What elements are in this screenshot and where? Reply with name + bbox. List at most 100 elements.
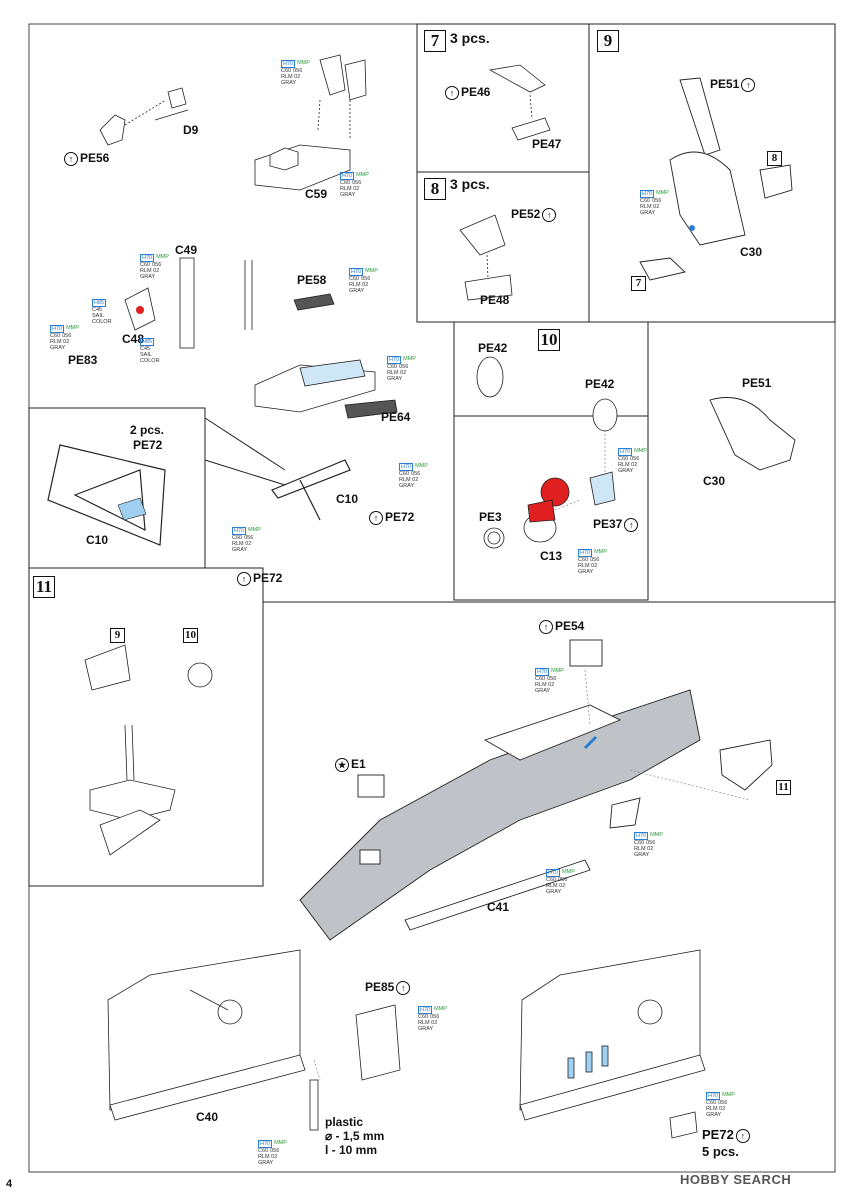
step-8-qty: 3 pcs. <box>450 176 490 192</box>
flip-arrow-icon: ↑ <box>237 572 251 586</box>
step-7-number: 7 <box>424 30 446 52</box>
flip-arrow-icon: ↑ <box>539 620 553 634</box>
flip-arrow-icon: ↑ <box>542 208 557 222</box>
label-pe72-bottom: PE72↑ <box>702 1128 752 1143</box>
label-pe58: PE58 <box>297 273 327 287</box>
ref-step-7: 7 <box>631 276 646 291</box>
step11-assembly <box>84 644 213 856</box>
label-pe72-right: ↑PE72 <box>367 511 414 525</box>
plastic-rod-note: plastic ⌀ - 1,5 mm l - 10 mm <box>325 1115 384 1157</box>
label-pe64: PE64 <box>381 410 411 424</box>
ref-step-10: 10 <box>183 628 198 643</box>
label-c10: C10 <box>336 492 359 506</box>
leader-lines <box>313 430 751 1081</box>
label-pe72-detail: PE72 <box>133 438 163 452</box>
pe52-pe48-parts <box>459 214 513 301</box>
label-pe51-step9: PE51↑ <box>710 78 757 92</box>
ref-step-8: 8 <box>767 151 782 166</box>
step-10-number: 10 <box>538 329 560 351</box>
label-c49: C49 <box>175 243 198 257</box>
pe46-pe47-parts <box>488 64 551 141</box>
ref-step-11: 11 <box>776 780 791 795</box>
c30-seat-step9 <box>639 77 793 281</box>
flip-arrow-icon: ↑ <box>445 86 459 100</box>
flip-arrow-icon: ↑ <box>741 78 756 92</box>
label-pe54: ↑PE54 <box>537 620 584 634</box>
label-pe72-lower: ↑PE72 <box>235 572 282 586</box>
label-pe42: PE42 <box>585 377 615 391</box>
star-icon: ★ <box>335 758 349 772</box>
page-number: 4 <box>6 1178 13 1190</box>
label-pe46: ↑PE46 <box>443 86 490 100</box>
pe56-d9-parts <box>99 87 189 146</box>
label-pe72-bottom-qty: 5 pcs. <box>702 1144 739 1159</box>
flip-arrow-icon: ↑ <box>735 1128 750 1143</box>
plastic-title: plastic <box>325 1115 364 1129</box>
label-c59: C59 <box>305 187 328 201</box>
step9-box <box>588 23 836 323</box>
c10-detail-box <box>28 407 206 569</box>
flip-arrow-icon: ↑ <box>396 981 411 995</box>
label-c48: C48 <box>122 332 145 346</box>
flip-arrow-icon: ↑ <box>369 511 383 525</box>
step11-box <box>28 567 264 887</box>
label-pe72-qty: 2 pcs. <box>130 423 165 437</box>
step-8-number: 8 <box>424 178 446 200</box>
label-c41: C41 <box>487 900 510 914</box>
step10-parts <box>476 356 618 549</box>
label-c13: C13 <box>540 549 563 563</box>
label-pe37: PE37↑ <box>593 518 640 532</box>
label-c10-detail: C10 <box>86 533 109 547</box>
c48-c49-parts <box>124 257 253 349</box>
label-pe83: PE83 <box>68 353 98 367</box>
step-7-qty: 3 pcs. <box>450 30 490 46</box>
c40-assembly <box>107 949 401 1131</box>
pe72-assembly-bottom-right <box>519 949 706 1139</box>
ref-step-9: 9 <box>110 628 125 643</box>
label-pe56: ↑PE56 <box>62 152 109 166</box>
label-pe52: PE52↑ <box>511 208 558 222</box>
fuselage-assembly <box>299 639 773 941</box>
label-pe42-detail: PE42 <box>478 341 508 355</box>
step-11-number: 11 <box>33 576 55 598</box>
flip-arrow-icon: ↑ <box>624 518 639 532</box>
plastic-diameter: ⌀ - 1,5 mm <box>325 1129 385 1143</box>
label-c30-step9: C30 <box>740 245 763 259</box>
flip-arrow-icon: ↑ <box>64 152 78 166</box>
c30-seat-standalone <box>709 397 796 471</box>
step-9-number: 9 <box>597 30 619 52</box>
label-pe51-standalone: PE51 <box>742 376 772 390</box>
label-pe3: PE3 <box>479 510 502 524</box>
label-c40: C40 <box>196 1110 219 1124</box>
label-d9: D9 <box>183 123 199 137</box>
plastic-length: l - 10 mm <box>325 1143 378 1157</box>
label-pe48: PE48 <box>480 293 510 307</box>
watermark-brand: HOBBY SEARCH <box>680 1172 792 1187</box>
main-box-edge <box>262 601 835 886</box>
label-e1: ★E1 <box>333 758 366 772</box>
c59-part <box>254 54 367 191</box>
label-pe85: PE85↑ <box>365 981 412 995</box>
label-c30-standalone: C30 <box>703 474 726 488</box>
c10-frames <box>47 444 351 546</box>
